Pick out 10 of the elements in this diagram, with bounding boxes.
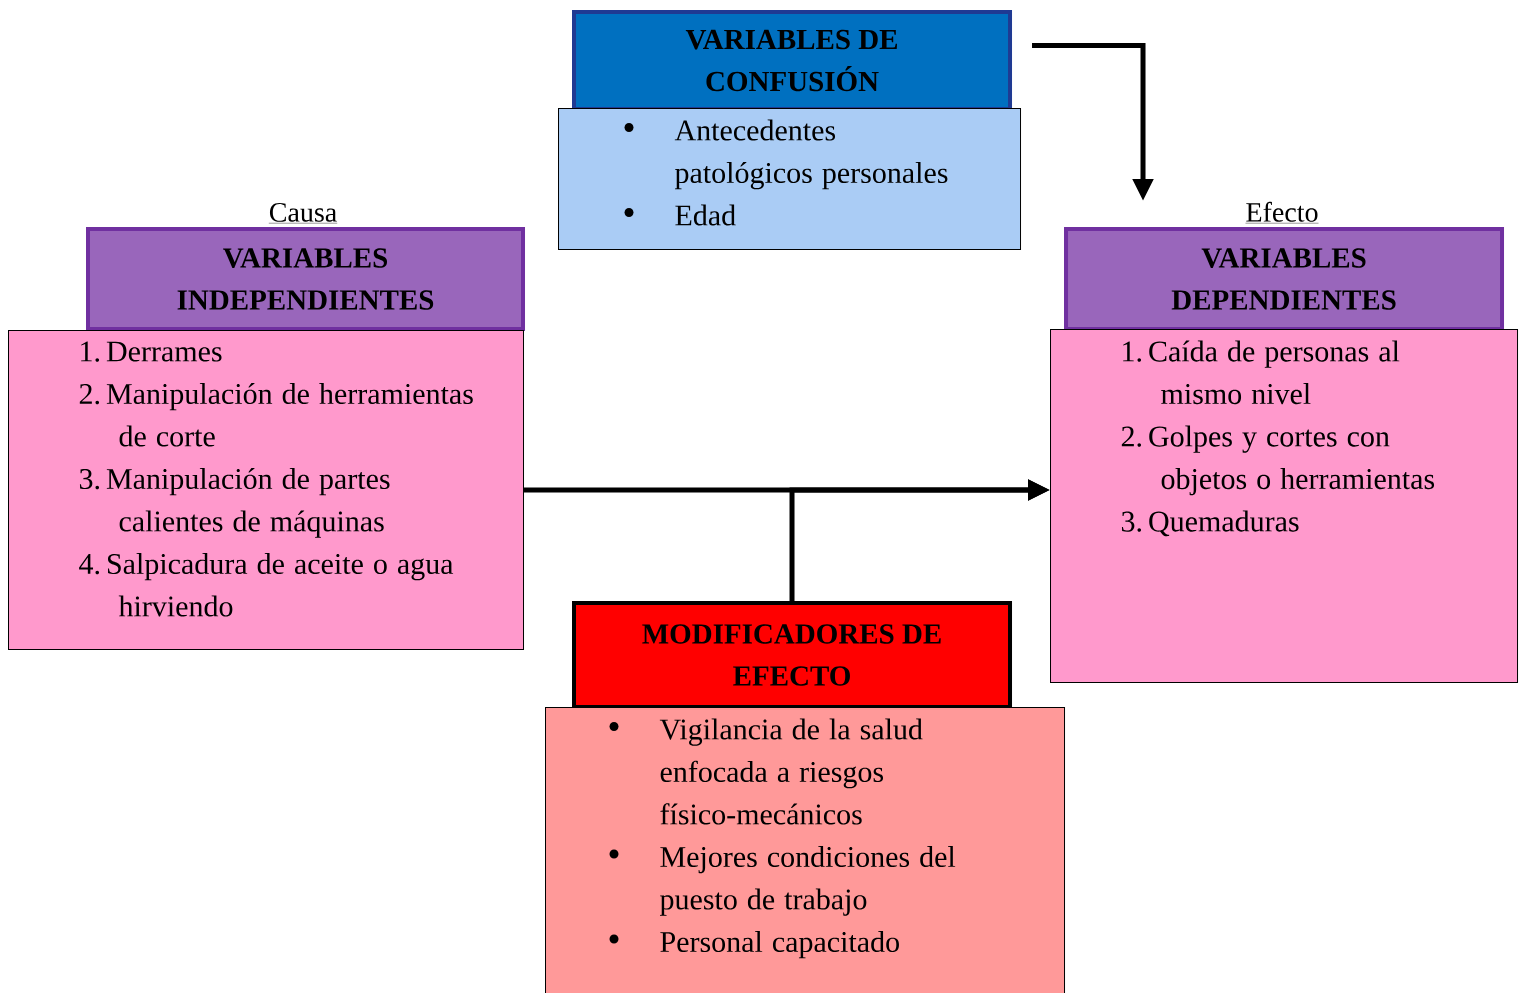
list-box: 1. Caída de personas al mismo nivel 2. Golpes y cortes con objetos o herramientas 3. Quemaduras <box>1050 329 1519 683</box>
list-box: Antecedentes patológicos personales Edad <box>558 108 1021 250</box>
list-box: 1. Derrames 2. Manipulación de herramientas de corte 3. Manipulación de partes calientes de máquinas 4. Salpicadura de aceite o agua hirviendo <box>8 330 524 650</box>
side-label: Efecto <box>1245 201 1319 224</box>
heading-box: VARIABLES INDEPENDIENTES <box>86 227 525 331</box>
heading-box: VARIABLES DE CONFUSIÓN <box>572 10 1012 111</box>
heading-box: VARIABLES DEPENDIENTES <box>1064 227 1505 331</box>
heading-box: MODIFICADORES DE EFECTO <box>572 601 1012 709</box>
list-box: Vigilancia de la salud enfocada a riesgos físico-mecánicos Mejores condiciones del puesto de trabajo Personal capacitado <box>545 707 1065 993</box>
side-label: Causa <box>268 203 338 224</box>
